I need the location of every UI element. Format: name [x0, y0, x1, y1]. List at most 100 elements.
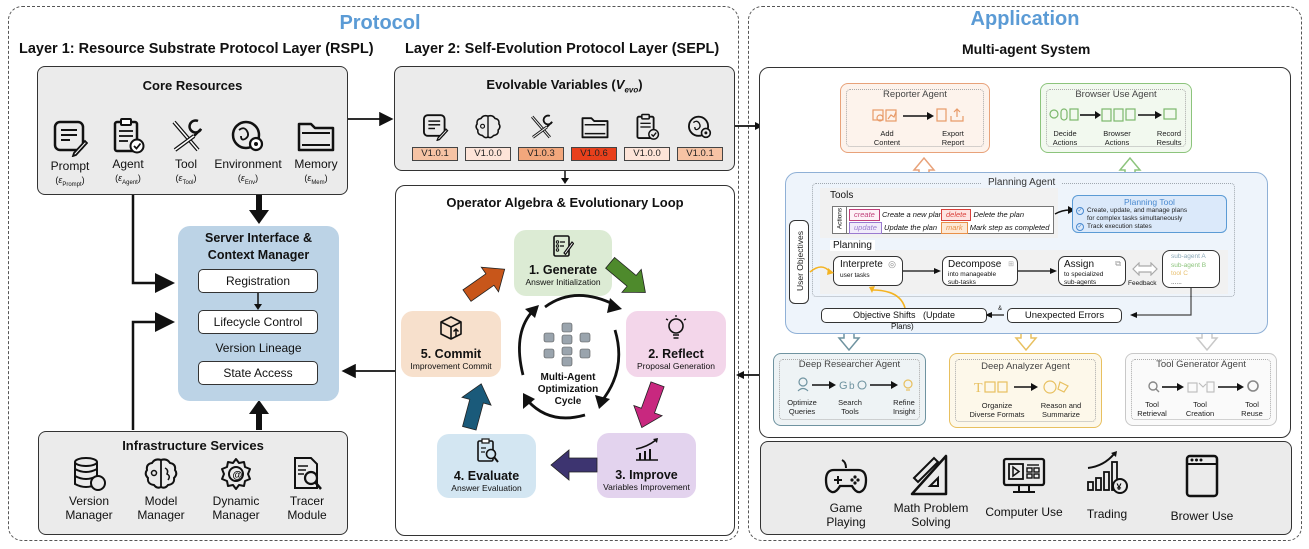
registration-button[interactable]: Registration [198, 269, 318, 293]
resource-symbol: (εEnv) [237, 173, 259, 186]
lightbulb-icon [665, 315, 687, 339]
resource-agent[interactable]: Agent (εAgent) [102, 117, 154, 190]
browser-use-agent[interactable]: Browser Use Agent Decide Actions Browser… [1040, 83, 1192, 153]
resource-symbol: (εAgent) [115, 173, 141, 186]
application-panel [748, 6, 1302, 541]
server-title-line1: Server Interface & [204, 231, 312, 245]
actions-label: Actions [836, 207, 844, 230]
environment-icon [686, 113, 714, 146]
step-commit[interactable]: 5. Commit Improvement Commit [401, 311, 501, 377]
feedback-double-arrow [1132, 262, 1158, 276]
step-evaluate[interactable]: 4. Evaluate Answer Evaluation [437, 434, 536, 498]
step-generate[interactable]: 1. Generate Answer Initialization [514, 230, 612, 296]
planning-tool-line1: ✓Create, update, and manage plans [1076, 207, 1188, 215]
reporter-title: Reporter Agent [883, 89, 947, 100]
action-create[interactable]: create Create a new plan [849, 209, 943, 221]
resource-label: Agent [112, 157, 144, 171]
planning-tool-box[interactable]: Planning Tool ✓Create, update, and manag… [1072, 195, 1227, 233]
tool-icon [172, 119, 203, 152]
use-case-computer-use[interactable]: Computer Use [979, 456, 1069, 519]
assign-node[interactable]: Assign ⧉ to specialized sub-agents [1058, 256, 1126, 286]
step-improve[interactable]: 3. Improve Variables Improvement [597, 433, 696, 498]
version-manager-icon [74, 457, 106, 491]
node-sub: user tasks [840, 272, 870, 279]
resource-label: Prompt [50, 159, 90, 173]
infra-tracer-module[interactable]: Tracer Module [277, 456, 337, 522]
researcher-inner [779, 359, 920, 420]
step-line: Insight [892, 407, 916, 416]
use-case-trading[interactable]: ¥ Trading [1077, 450, 1137, 521]
core-resources-box: Core Resources Prompt (εPrompt) Agent (ε… [37, 66, 348, 195]
server-title-line2: Context Manager [207, 248, 310, 262]
node-sub: sub-tasks [948, 279, 976, 286]
registration-to-lifecycle-arrow [254, 293, 262, 310]
environment-icon [231, 120, 264, 152]
resource-environment[interactable]: Environment (εEnv) [212, 117, 284, 190]
resource-memory[interactable]: Memory (εMem) [288, 117, 344, 190]
resource-label: Environment [214, 157, 282, 171]
user-objectives-button[interactable]: User Objectives [789, 220, 809, 304]
svg-text:@: @ [233, 470, 243, 481]
use-case-browser-use[interactable]: Brower Use [1157, 452, 1247, 523]
cycle-arrow-bottom [526, 400, 586, 420]
action-update[interactable]: update Update the plan [849, 222, 937, 234]
interprete-node[interactable]: Interprete ◎ user tasks [833, 256, 903, 286]
objective-shifts-node[interactable]: Objective Shifts (Update [821, 308, 987, 323]
evolvable-title: Evolvable Variables (Vevo) [486, 77, 643, 95]
use-case-label: Brower Use [1170, 509, 1234, 523]
step-line: Retrieval [1137, 409, 1167, 418]
infra-model-manager[interactable]: Model Manager [131, 456, 191, 522]
use-case-math[interactable]: Math Problem Solving [886, 452, 976, 529]
decompose-node[interactable]: Decompose ⊞ into manageable sub-tasks [942, 256, 1018, 286]
svg-text:b: b [849, 381, 855, 392]
lifecycle-control-button[interactable]: Lifecycle Control [198, 310, 318, 334]
use-case-game-playing[interactable]: Game Playing [811, 454, 881, 529]
version-badge: V1.0.6 [571, 147, 617, 161]
protocol-title: Protocol [339, 12, 421, 34]
reporter-flow-icons [872, 108, 964, 122]
step-title: 3. Improve [615, 468, 678, 482]
loop-arrows [461, 256, 665, 481]
checklist-pen-icon [553, 235, 575, 257]
generate-to-reflect-arrow [605, 256, 646, 293]
layer1-arrows [131, 111, 395, 430]
reporter-agent[interactable]: Reporter Agent Add Content Export Report [840, 83, 990, 153]
action-mark[interactable]: mark Mark step as completed [941, 222, 1049, 234]
svg-text:T: T [974, 381, 983, 396]
infra-dynamic-manager[interactable]: @ Dynamic Manager [205, 456, 267, 522]
browser-step: Decide Actions [1052, 129, 1078, 147]
infra-version-manager[interactable]: Version Manager [59, 456, 119, 522]
resource-symbol: (εTool) [175, 173, 197, 186]
trading-icon: ¥ [1087, 451, 1128, 494]
target-icon: ◎ [888, 259, 896, 269]
computer-icon [1002, 457, 1046, 493]
evaluate-to-commit-arrow [461, 383, 492, 431]
resource-prompt[interactable]: Prompt (εPrompt) [44, 119, 96, 192]
unexpected-errors-node[interactable]: Unexpected Errors [1007, 308, 1122, 323]
center-label-line: Multi-Agent [540, 372, 596, 383]
agent-icon [633, 113, 661, 146]
step-reflect[interactable]: 2. Reflect Proposal Generation [626, 311, 726, 377]
action-delete[interactable]: delete Delete the plan [941, 209, 1024, 221]
action-desc: Delete the plan [973, 210, 1024, 219]
node-title: Interprete [840, 259, 883, 270]
tracer-module-icon [294, 457, 322, 490]
step-line: Reason and [1040, 401, 1082, 410]
resource-symbol: (εMem) [304, 173, 328, 186]
check-icon: ✓ [1076, 207, 1084, 215]
step-subtitle: Answer Evaluation [451, 483, 522, 493]
step-line: Tool [1193, 400, 1207, 409]
actions-divider [846, 207, 847, 233]
state-access-button[interactable]: State Access [198, 361, 318, 385]
planning-label: Planning [830, 240, 875, 251]
browser-step: Record Results [1156, 129, 1182, 147]
resource-tool[interactable]: Tool (εTool) [160, 117, 212, 190]
use-case-label: Solving [911, 515, 951, 529]
commit-to-generate-arrow [462, 266, 506, 302]
